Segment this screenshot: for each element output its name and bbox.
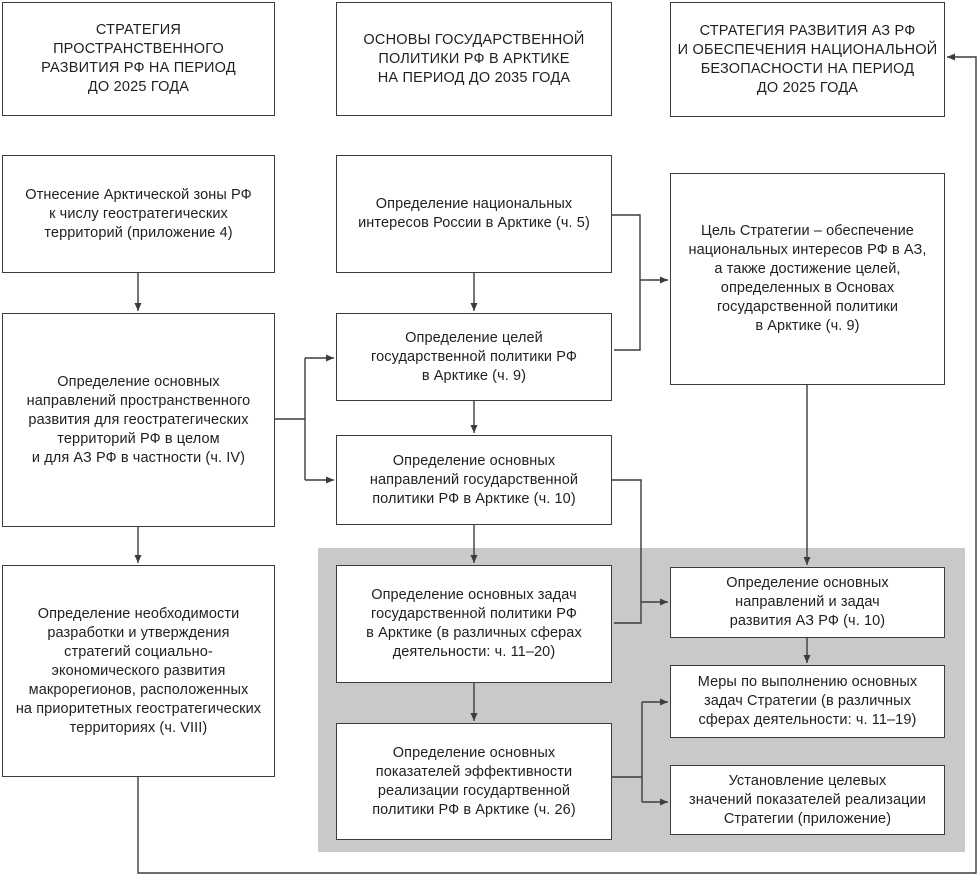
- node-strategy-measures: Меры по выполнению основных задач Страте…: [670, 665, 945, 738]
- node-target-values: Установление целевых значений показателе…: [670, 765, 945, 835]
- node-policy-indicators: Определение основных показателей эффекти…: [336, 723, 612, 840]
- node-az-directions-tasks: Определение основных направлений и задач…: [670, 567, 945, 638]
- node-national-interests: Определение национальных интересов Росси…: [336, 155, 612, 273]
- node-spatial-directions: Определение основных направлений простра…: [2, 313, 275, 527]
- node-strategy-goal: Цель Стратегии – обеспечение национальны…: [670, 173, 945, 385]
- node-az-strategy-title: СТРАТЕГИЯ РАЗВИТИЯ АЗ РФ И ОБЕСПЕЧЕНИЯ Н…: [670, 2, 945, 117]
- node-arctic-policy-foundations-title: ОСНОВЫ ГОСУДАРСТВЕННОЙ ПОЛИТИКИ РФ В АРК…: [336, 2, 612, 116]
- node-policy-directions: Определение основных направлений государ…: [336, 435, 612, 525]
- node-macroregion-strategies: Определение необходимости разработки и у…: [2, 565, 275, 777]
- node-arctic-geostrategic-territory: Отнесение Арктической зоны РФ к числу ге…: [2, 155, 275, 273]
- node-spatial-strategy-title: СТРАТЕГИЯ ПРОСТРАНСТВЕННОГО РАЗВИТИЯ РФ …: [2, 2, 275, 116]
- node-policy-tasks: Определение основных задач государственн…: [336, 565, 612, 683]
- node-policy-goals: Определение целей государственной полити…: [336, 313, 612, 401]
